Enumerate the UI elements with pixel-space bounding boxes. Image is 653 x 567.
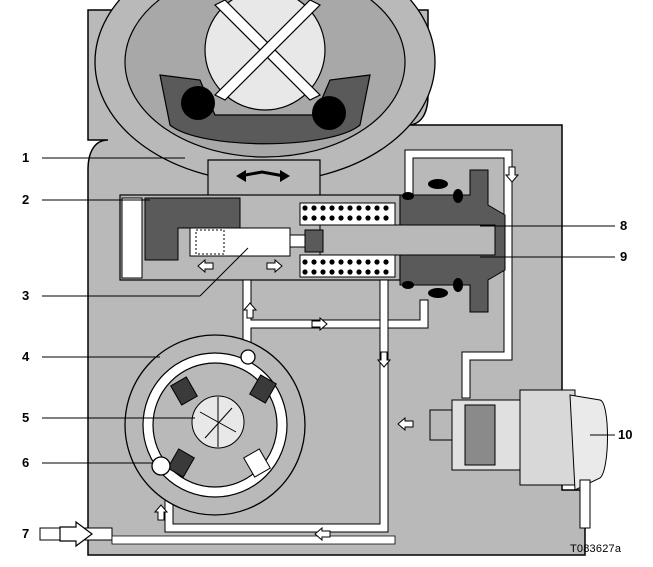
spring-dot	[320, 215, 326, 221]
spring-dot	[365, 215, 371, 221]
flow-arrow	[153, 504, 169, 521]
spring-dots	[302, 205, 389, 275]
spring-dot	[383, 215, 389, 221]
spring-dot	[374, 215, 380, 221]
spring-dot	[356, 215, 362, 221]
flow-arrow	[266, 258, 283, 274]
callout-10: 10	[618, 427, 633, 442]
spring-dot	[347, 205, 353, 211]
pressure-relief-ball	[151, 456, 171, 476]
spring-dot	[374, 269, 380, 275]
flow-arrow	[504, 166, 520, 183]
spring-dot	[302, 269, 308, 275]
callout-1: 1	[22, 150, 30, 165]
spring-dot	[329, 259, 335, 265]
diaphragm-plunger	[319, 224, 496, 256]
rotation-arrow-head-left	[236, 170, 246, 182]
callout-6: 6	[22, 455, 30, 470]
spring-dot	[356, 205, 362, 211]
flow-arrow	[314, 526, 331, 542]
flow-arrow	[397, 416, 414, 432]
spring-dot	[338, 205, 344, 211]
spring-dot	[338, 215, 344, 221]
spring-dot	[302, 259, 308, 265]
rotation-arrow	[239, 170, 285, 178]
spring-dot	[338, 269, 344, 275]
piston-end	[195, 229, 225, 255]
spring-dot	[374, 259, 380, 265]
spring-dot	[383, 259, 389, 265]
left-bore-channel	[121, 197, 143, 279]
callout-9: 9	[620, 249, 628, 264]
spring-dot	[365, 259, 371, 265]
spring-dot	[311, 269, 317, 275]
spring-dot	[302, 205, 308, 211]
spring-dot	[311, 259, 317, 265]
left-dark-chamber	[144, 197, 241, 261]
rotation-arrow-head-right	[280, 170, 290, 182]
spring-dot	[320, 269, 326, 275]
spring-dot	[329, 269, 335, 275]
callout-5: 5	[22, 410, 30, 425]
upper-roller-right	[312, 96, 346, 130]
feed-pump-rotor-vanes	[199, 397, 237, 447]
feed-pump-blades	[167, 374, 277, 478]
inlet-channel-right	[111, 535, 396, 545]
spring-dot	[365, 269, 371, 275]
flow-arrow	[197, 258, 214, 274]
upper-rotor-vanes	[213, 0, 322, 101]
flow-arrow	[311, 316, 328, 332]
callout-3: 3	[22, 288, 30, 303]
spring-dot	[302, 215, 308, 221]
solenoid-valve	[429, 389, 608, 529]
spring-dot	[347, 215, 353, 221]
pressure-valve-ball	[240, 349, 256, 365]
spring-dot	[320, 205, 326, 211]
spring-dot	[320, 259, 326, 265]
callout-leaders	[42, 157, 615, 464]
flow-arrows	[153, 166, 520, 542]
spring-dot	[383, 269, 389, 275]
spring-dot	[311, 215, 317, 221]
callout-4: 4	[22, 349, 30, 364]
figure-code: T083627a	[570, 543, 622, 555]
upper-roller-left	[181, 86, 215, 120]
spring-dot	[347, 259, 353, 265]
spring-dot	[338, 259, 344, 265]
seal-rings	[402, 179, 463, 298]
callout-2: 2	[22, 192, 30, 207]
spring-dot	[383, 205, 389, 211]
inlet-arrow	[59, 520, 93, 548]
plunger-tip	[304, 229, 324, 253]
spring-dot	[311, 205, 317, 211]
upper-rotor-dark-segment	[159, 74, 371, 145]
spring-dot	[356, 259, 362, 265]
flow-arrow	[242, 302, 258, 319]
spring-dot	[329, 215, 335, 221]
flow-arrow	[376, 351, 392, 368]
spring-dot	[329, 205, 335, 211]
callout-7: 7	[22, 526, 30, 541]
spring-dot	[365, 205, 371, 211]
spring-dot	[347, 269, 353, 275]
spring-dot	[356, 269, 362, 275]
spring-dot	[374, 205, 380, 211]
callout-8: 8	[620, 218, 628, 233]
